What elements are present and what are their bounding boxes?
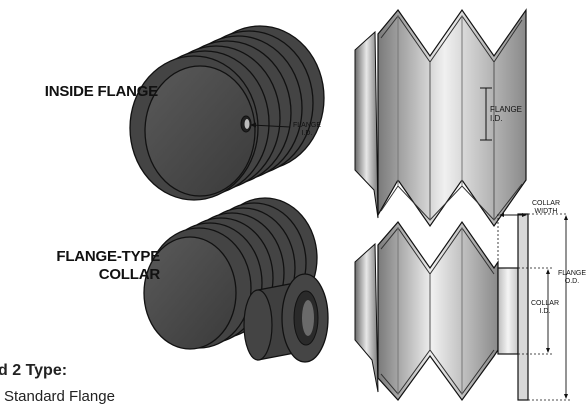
flange-id-right-label: FLANGE I.D. bbox=[490, 105, 522, 123]
flange-od-label: FLANGE O.D. bbox=[556, 270, 588, 286]
flange-type-collar-bellows bbox=[143, 197, 329, 363]
cutoff-heading: d 2 Type: bbox=[0, 362, 68, 379]
collar-id-line2: I.D. bbox=[539, 308, 551, 315]
flange-id-small-line1: FLANGE bbox=[292, 122, 321, 129]
flange-type-collar-label: FLANGE-TYPE COLLAR bbox=[56, 248, 160, 284]
collar-width-line2: WIDTH bbox=[534, 208, 558, 215]
flange-id-right-line2: I.D. bbox=[490, 114, 503, 123]
collar-id-line1: COLLAR bbox=[530, 300, 559, 307]
flange-od-line2: O.D. bbox=[564, 278, 580, 285]
flange-type-label-line1: FLANGE-TYPE bbox=[56, 248, 160, 265]
inside-flange-cross-section bbox=[354, 8, 527, 228]
top-bellows-front-face bbox=[144, 65, 256, 197]
flange-type-label-line2: COLLAR bbox=[98, 266, 160, 283]
flange-collar-cross-section bbox=[354, 213, 570, 402]
flange-id-small-line2: I.D. bbox=[301, 130, 313, 137]
flange-od-line1: FLANGE bbox=[557, 270, 586, 277]
flange-id-small-label: FLANGE I.D. bbox=[290, 122, 324, 138]
cutoff-line: Standard Flange bbox=[4, 388, 115, 405]
collar-id-label: COLLAR I.D. bbox=[528, 300, 562, 316]
flange-id-right-line1: FLANGE bbox=[490, 105, 523, 114]
collar-width-label: COLLAR WIDTH bbox=[526, 200, 566, 216]
inside-flange-label: INSIDE FLANGE bbox=[44, 83, 158, 100]
collar-width-line1: COLLAR bbox=[531, 200, 560, 207]
